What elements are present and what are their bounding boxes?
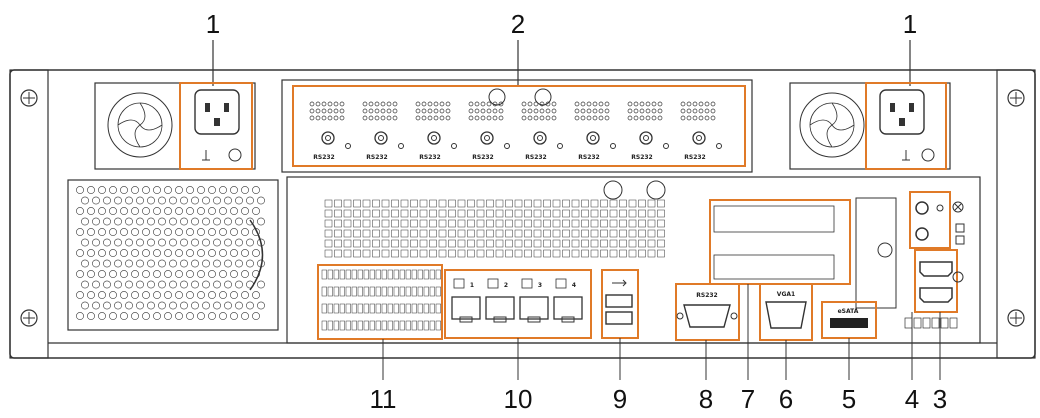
card-port-label: RS232 — [684, 154, 705, 161]
rj45-port-number: 3 — [538, 282, 542, 289]
hdmi-port-top — [919, 261, 953, 277]
callout-expansion-slot: 7 — [741, 384, 755, 414]
psu-right-highlight — [865, 82, 947, 170]
card-port-label: RS232 — [366, 154, 387, 161]
callout-expansion-card: 2 — [511, 9, 525, 39]
rack-screw-top-right — [1007, 89, 1025, 107]
rack-screw-top-left — [20, 89, 38, 107]
rj45-port — [519, 296, 549, 320]
vga-label: VGA1 — [777, 291, 795, 298]
callout-esata: 5 — [842, 384, 856, 414]
psu-left-highlight — [179, 82, 253, 170]
left-rack-ear — [9, 69, 49, 359]
bottom-leader-lines — [382, 284, 941, 380]
card-port-label: RS232 — [525, 154, 546, 161]
callout-audio: 3 — [933, 384, 947, 414]
chassis-outline — [9, 69, 1036, 359]
card-bnc-port — [639, 131, 653, 145]
card-port-label: RS232 — [419, 154, 440, 161]
ethernet-ports: 1 2 3 4 — [444, 269, 592, 339]
alarm-terminals-highlight — [317, 264, 443, 340]
card-port-label: RS232 — [472, 154, 493, 161]
callout-hdmi: 4 — [905, 384, 919, 414]
audio-highlight — [909, 191, 951, 249]
callout-alarm-terminals: 11 — [370, 384, 397, 414]
usb-port-bottom — [605, 311, 633, 325]
card-bnc-port — [692, 131, 706, 145]
card-port-label: RS232 — [313, 154, 334, 161]
card-bnc-port — [480, 131, 494, 145]
rack-screw-bottom-right — [1007, 309, 1025, 327]
callout-vga: 6 — [779, 384, 793, 414]
callout-psu-right: 1 — [903, 9, 917, 39]
esata-port: eSATA — [821, 301, 877, 339]
hdmi-ports — [914, 249, 964, 313]
rj45-port — [485, 296, 515, 320]
audio-terminals — [904, 191, 965, 329]
power-supply-right — [789, 82, 951, 170]
card-port-label: RS232 — [631, 154, 652, 161]
usb-port-top — [605, 294, 633, 308]
expansion-slot-highlight — [709, 199, 851, 285]
card-port-label: RS232 — [578, 154, 599, 161]
expansion-card: RS232 RS232 RS232 RS232 RS232 RS232 RS232 RS232 — [281, 79, 753, 173]
hdmi-highlight — [914, 249, 958, 313]
rj45-port-number: 4 — [572, 282, 576, 289]
callout-rs232: 8 — [699, 384, 713, 414]
audio-out-jack — [915, 227, 929, 241]
card-bnc-port — [427, 131, 441, 145]
rs232-port: RS232 — [675, 283, 740, 341]
ethernet-highlight — [444, 269, 592, 339]
card-bnc-port — [374, 131, 388, 145]
rack-screw-bottom-left — [20, 309, 38, 327]
power-inlet-right — [879, 89, 925, 135]
rear-fan-grille — [67, 179, 279, 331]
power-inlet-left — [194, 89, 240, 135]
right-rack-ear — [996, 69, 1036, 359]
expansion-card-highlight — [292, 85, 746, 167]
rj45-port — [451, 296, 481, 320]
rj45-port-number: 2 — [504, 282, 508, 289]
esata-label: eSATA — [838, 308, 859, 315]
power-supply-left — [94, 82, 256, 170]
rs232-highlight — [675, 283, 740, 341]
psu-fan-right — [799, 92, 865, 158]
alarm-terminals — [317, 264, 443, 340]
io-panel-frame — [286, 176, 981, 344]
rs232-label: RS232 — [696, 292, 717, 299]
callout-psu-left: 1 — [206, 9, 220, 39]
expansion-slot — [709, 197, 897, 309]
audio-in-jack — [915, 201, 929, 215]
hdmi-port-bottom — [919, 287, 953, 303]
callout-usb: 9 — [613, 384, 627, 414]
card-bnc-port — [321, 131, 335, 145]
rj45-port — [553, 296, 583, 320]
ventilation-slots — [324, 199, 665, 258]
card-bnc-port — [533, 131, 547, 145]
vga-port: VGA1 — [759, 283, 813, 341]
rj45-port-number: 1 — [470, 282, 474, 289]
callout-ethernet: 10 — [504, 384, 533, 414]
psu-fan-left — [107, 92, 173, 158]
usb-ports — [601, 269, 639, 339]
card-bnc-port — [586, 131, 600, 145]
